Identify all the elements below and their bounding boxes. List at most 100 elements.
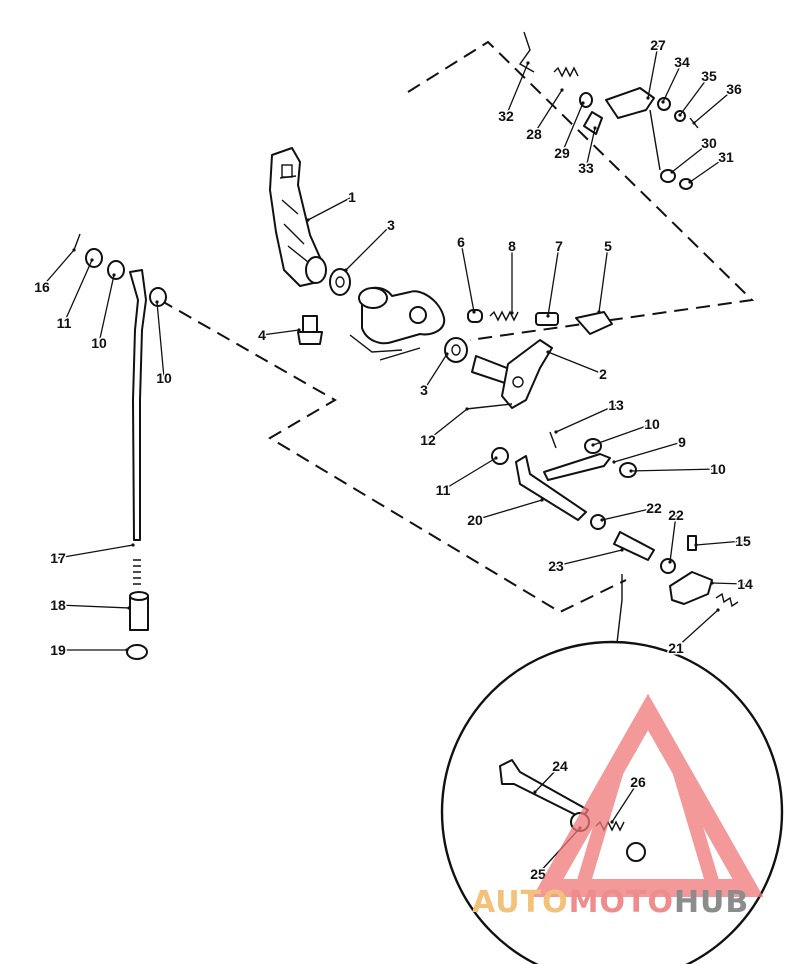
callout-label-c4: 4 (258, 327, 266, 343)
callout-label-c6: 6 (457, 234, 465, 250)
callout-leader-c29 (561, 102, 584, 154)
callout-leader-c1 (307, 196, 353, 221)
callout-label-c28: 28 (526, 126, 542, 142)
callout-arrow-c18 (127, 606, 131, 610)
callout-arrow-c21 (716, 608, 720, 612)
callout-leader-c17 (57, 544, 134, 559)
callout-label-c25: 25 (530, 866, 546, 882)
watermark-text: AUTOMOTOHUB (472, 885, 749, 920)
washer-upper (329, 268, 351, 296)
callout-leader-c10b (156, 301, 165, 379)
callout-label-c34: 34 (674, 54, 690, 70)
callout-leader-c30 (671, 142, 710, 173)
callout-leader-c26 (611, 781, 639, 823)
pivot-shaft-lever (444, 337, 553, 409)
callout-arrow-c36 (692, 121, 696, 125)
callout-label-c13: 13 (608, 397, 624, 413)
callout-label-c2: 2 (599, 366, 607, 382)
callout-arrow-c33 (593, 126, 597, 130)
callout-leader-c23 (555, 549, 623, 567)
mounting-bolt (297, 315, 323, 345)
callout-leader-c3b (423, 353, 448, 391)
adjuster-assembly (467, 309, 613, 335)
callout-leader-c24 (534, 765, 561, 793)
callout-arrow-c17 (131, 543, 135, 547)
pivot-bushing (305, 256, 327, 284)
callout-arrow-c2 (546, 350, 550, 354)
callout-leader-c22b (669, 514, 677, 563)
watermark-logo (532, 693, 764, 897)
callout-label-c26: 26 (630, 774, 646, 790)
callout-label-c14: 14 (737, 576, 753, 592)
callout-label-c10d: 10 (710, 461, 726, 477)
callout-leader-c6 (460, 241, 475, 313)
callout-arrow-c13 (554, 430, 558, 434)
callout-arrow-c3b (445, 352, 449, 356)
callout-arrow-c34 (661, 100, 665, 104)
callout-label-c29: 29 (554, 145, 570, 161)
callout-arrow-c28 (560, 88, 564, 92)
callout-label-c9: 9 (678, 434, 686, 450)
callout-arrow-c22a (600, 518, 604, 522)
callout-label-c22a: 22 (646, 500, 662, 516)
callout-label-c27: 27 (650, 37, 666, 53)
callout-arrow-c32 (526, 61, 530, 65)
callout-leader-c10a (98, 274, 115, 344)
callout-arrow-c10d (629, 469, 633, 473)
callout-label-c3a: 3 (387, 217, 395, 233)
callout-arrow-c12 (465, 407, 469, 411)
callout-leader-c7 (547, 245, 560, 317)
callout-label-c11b: 11 (436, 482, 451, 498)
callout-leader-c5 (598, 245, 609, 313)
callout-arrow-c20 (540, 498, 544, 502)
callout-arrow-c30 (670, 170, 674, 174)
callout-leader-c14 (711, 582, 746, 585)
callout-label-c15: 15 (735, 533, 751, 549)
callout-label-c11a: 11 (57, 315, 72, 331)
watermark-part3: HUB (674, 885, 749, 920)
callout-leader-c13 (555, 404, 617, 433)
callout-arrow-c22b (668, 560, 672, 564)
callout-label-c32: 32 (498, 108, 514, 124)
callout-arrow-c5 (597, 310, 601, 314)
cotter-pin (465, 403, 513, 410)
callout-leader-c10d (630, 468, 719, 472)
callout-leader-c11b (442, 457, 497, 491)
callout-label-c30: 30 (701, 135, 717, 151)
callout-leader-c32 (505, 62, 529, 117)
callout-leader-c4 (261, 329, 300, 336)
callout-arrow-c26 (610, 820, 614, 824)
callout-arrow-c31 (688, 180, 692, 184)
callout-leader-c11a (63, 259, 93, 324)
callout-leader-c15 (695, 540, 744, 546)
callout-arrow-c11b (494, 456, 498, 460)
callout-arrow-c15 (694, 543, 698, 547)
callout-label-c22b: 22 (668, 507, 684, 523)
pedal-bracket (349, 286, 446, 361)
lower-linkage (491, 431, 739, 608)
callout-leader-c35 (679, 75, 710, 116)
upper-right-assembly (518, 31, 699, 190)
callout-arrow-c29 (581, 101, 585, 105)
callout-arrow-c10a (112, 273, 116, 277)
callout-label-c5: 5 (604, 238, 612, 254)
callout-label-c24: 24 (552, 758, 568, 774)
callout-label-c33: 33 (578, 160, 594, 176)
callout-leader-c3a (345, 224, 392, 271)
callout-leader-c33 (585, 127, 596, 169)
callout-arrow-c9 (612, 460, 616, 464)
callout-arrow-c10c (591, 443, 595, 447)
callout-arrow-c27 (646, 96, 650, 100)
callout-leader-c31 (689, 156, 727, 183)
callout-arrow-c7 (546, 314, 550, 318)
callout-label-c1: 1 (348, 189, 356, 205)
callout-leader-c16 (41, 249, 75, 288)
callout-arrow-c1 (306, 218, 310, 222)
callout-label-c21: 21 (668, 640, 684, 656)
callout-leader-c22a (601, 507, 655, 521)
callout-leader-c36 (693, 88, 735, 124)
callout-label-c8: 8 (508, 238, 516, 254)
callout-arrow-c11a (90, 258, 94, 262)
callout-arrow-c6 (472, 310, 476, 314)
